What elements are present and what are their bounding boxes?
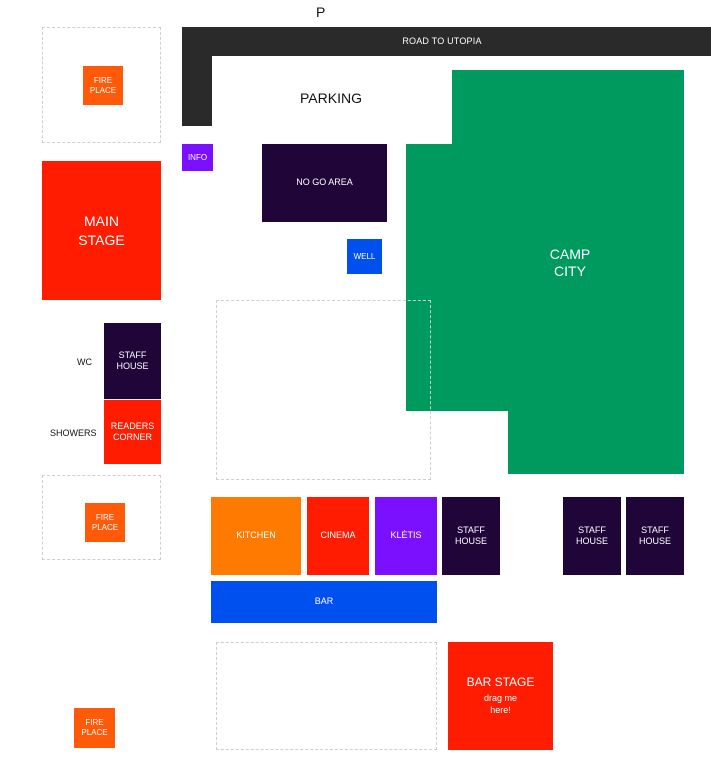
fire-place-middle[interactable]: FIRE PLACE (85, 503, 125, 542)
parking-label: PARKING (300, 90, 362, 106)
readers-corner[interactable]: READERS CORNER (104, 400, 161, 464)
bar-stage-title: BAR STAGE (466, 675, 535, 690)
road-vertical (182, 27, 212, 126)
camp-city-middle[interactable] (406, 144, 684, 411)
road-label: ROAD TO UTOPIA (402, 36, 482, 46)
staff-house-left[interactable]: STAFF HOUSE (104, 323, 161, 399)
staff-house-center[interactable]: STAFF HOUSE (442, 497, 500, 575)
empty-zone-bottom[interactable] (216, 642, 437, 750)
camp-city-top[interactable] (452, 70, 684, 145)
showers-label: SHOWERS (50, 428, 97, 438)
bar-stage-hint: drag me here! (483, 693, 518, 715)
road-horizontal (182, 27, 711, 56)
cinema-block[interactable]: CINEMA (307, 497, 369, 575)
wc-label: WC (77, 357, 92, 367)
empty-zone-center[interactable] (216, 300, 431, 480)
fire-zone-middle (42, 475, 161, 560)
no-go-area[interactable]: NO GO AREA (262, 144, 387, 222)
kitchen-block[interactable]: KITCHEN (211, 497, 301, 575)
staff-house-right-2[interactable]: STAFF HOUSE (626, 497, 684, 575)
fire-place-bottom[interactable]: FIRE PLACE (74, 708, 115, 748)
compass-label: P (316, 4, 326, 20)
camp-city-bottom[interactable] (508, 410, 684, 474)
camp-city-label: CAMP CITY (549, 245, 591, 280)
bar-block[interactable]: BAR (211, 581, 437, 623)
kletis-block[interactable]: KLĖTIS (375, 497, 437, 575)
main-stage[interactable]: MAIN STAGE (42, 161, 161, 300)
well-block[interactable]: WELL (347, 239, 382, 274)
info-block[interactable]: INFO (182, 144, 213, 171)
bar-stage-block[interactable]: BAR STAGE drag me here! (448, 642, 553, 750)
fire-place-top[interactable]: FIRE PLACE (83, 66, 123, 105)
fire-zone-top (42, 27, 161, 143)
staff-house-right-1[interactable]: STAFF HOUSE (563, 497, 621, 575)
